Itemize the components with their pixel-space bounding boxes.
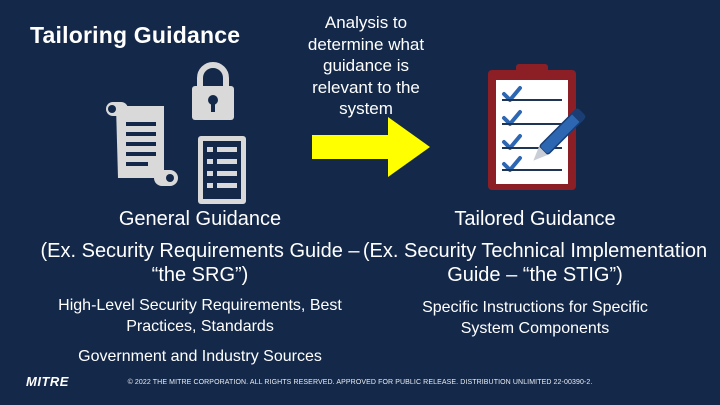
yellow-arrow-icon: [312, 115, 432, 179]
pen-icon: [526, 108, 586, 168]
tailored-guidance-detail: Specific Instructions for Specific Syste…: [422, 299, 648, 337]
general-guidance-detail: High-Level Security Requirements, Best P…: [58, 297, 342, 335]
scroll-icon: [98, 98, 182, 190]
general-guidance-example: (Ex. Security Requirements Guide – “the …: [40, 240, 360, 286]
copyright-notice: © 2022 THE MITRE CORPORATION. ALL RIGHTS…: [127, 379, 593, 386]
tailored-guidance-example: (Ex. Security Technical Implementation G…: [362, 240, 708, 286]
padlock-icon: [188, 60, 238, 122]
checklist-icon: [196, 134, 248, 206]
clipboard-checklist-icon: [482, 62, 592, 192]
tailored-guidance-heading: Tailored Guidance: [454, 208, 616, 230]
page-title: Tailoring Guidance: [30, 22, 241, 48]
analysis-label: Analysis to determine what guidance is r…: [307, 13, 425, 118]
mitre-logo: MITRE: [26, 374, 69, 389]
general-guidance-heading: General Guidance: [118, 208, 282, 230]
general-guidance-sources: Government and Industry Sources: [78, 348, 322, 365]
